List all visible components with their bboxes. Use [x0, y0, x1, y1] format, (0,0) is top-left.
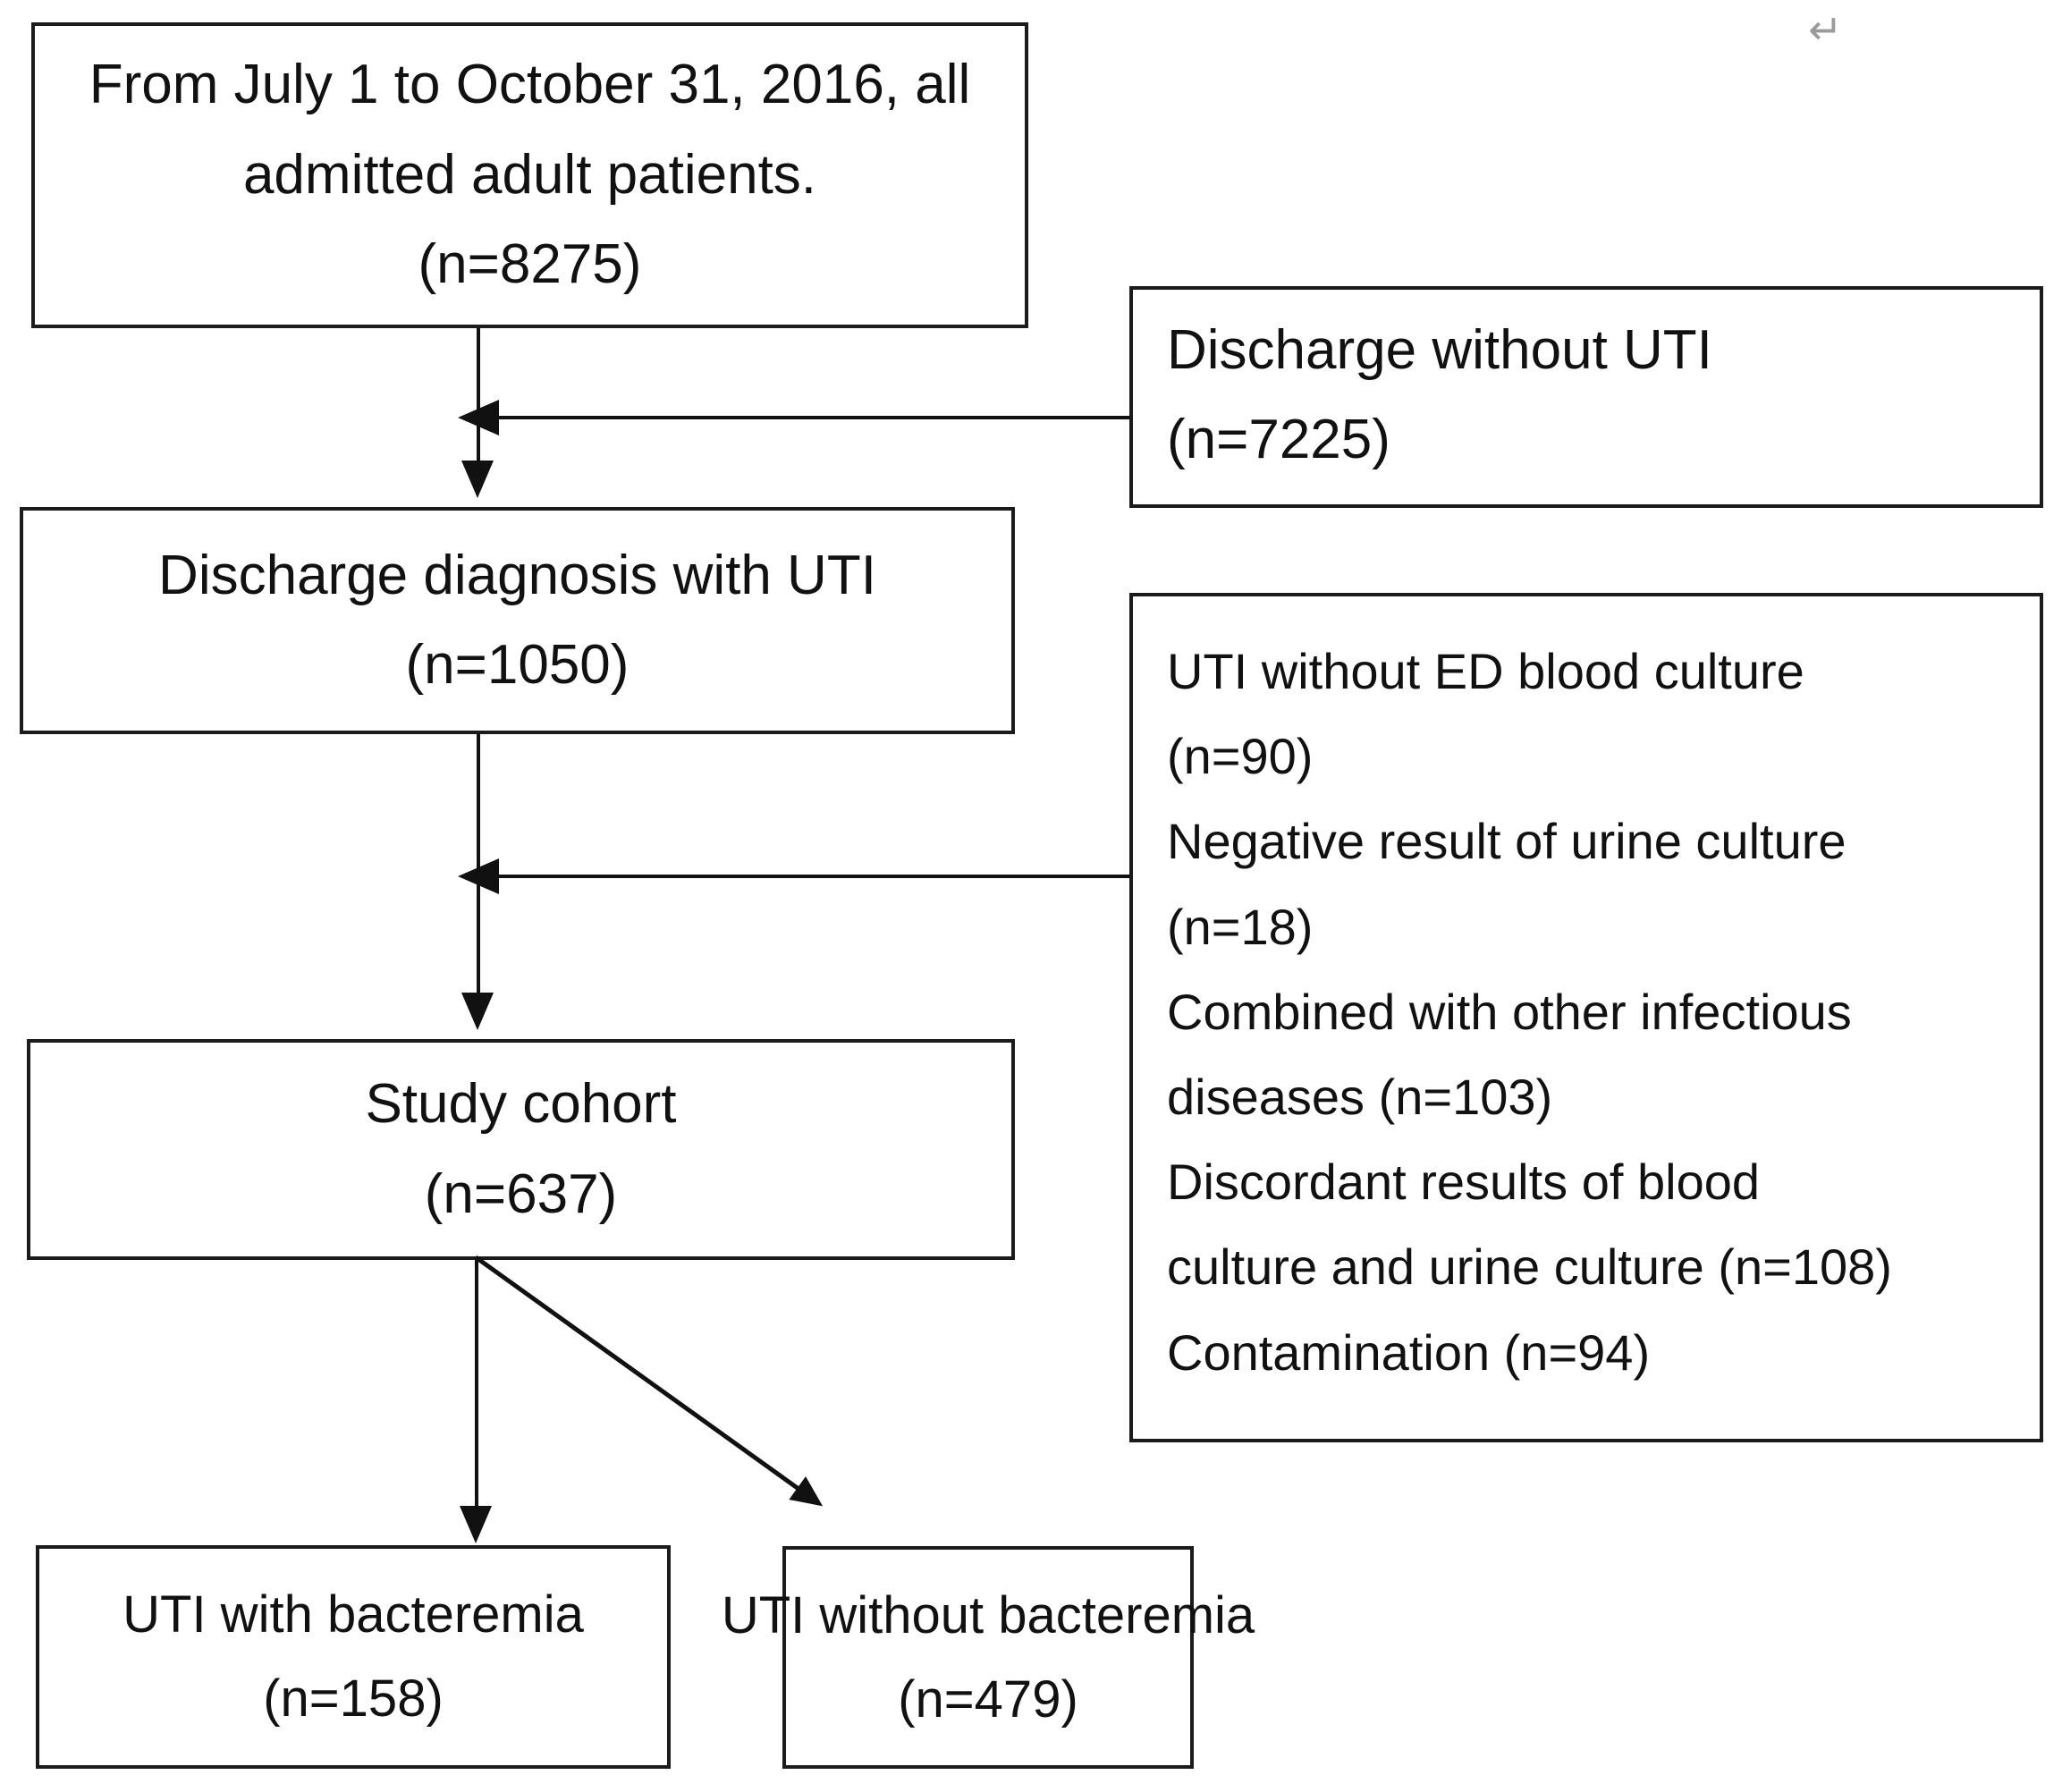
box-enrollment: From July 1 to October 31, 2016, all adm…: [31, 22, 1028, 328]
connector-cohort-to-without-bacteremia: [474, 1255, 824, 1507]
box-exclusions-line-5: Combined with other infectious: [1167, 983, 1852, 1040]
box-uti-with-bacteremia: UTI with bacteremia (n=158): [36, 1545, 671, 1769]
arrowhead-down-to-with-bacteremia: [460, 1506, 492, 1543]
box-study-cohort: Study cohort (n=637): [27, 1039, 1015, 1260]
box-uti-diagnosis-line-1: Discharge diagnosis with UTI: [158, 544, 876, 606]
arrowhead-left-discharge-no-uti: [458, 400, 499, 435]
box-study-cohort-line-2: (n=637): [424, 1162, 618, 1225]
connector-exclusions: [497, 875, 1132, 878]
box-exclusions-line-2: (n=90): [1167, 728, 1314, 785]
box-exclusions-line-4: (n=18): [1167, 898, 1314, 955]
box-enrollment-line-2: admitted adult patients.: [242, 143, 817, 206]
connector-discharge-no-uti: [497, 416, 1132, 419]
box-exclusions-line-9: Contamination (n=94): [1167, 1323, 1651, 1381]
box-without-bacteremia-line-1: UTI without bacteremia: [721, 1585, 1255, 1644]
connector-cohort-to-with-bacteremia: [475, 1260, 478, 1519]
box-exclusion-criteria: UTI without ED blood culture (n=90) Nega…: [1129, 593, 2043, 1442]
box-exclusions-line-3: Negative result of urine culture: [1167, 813, 1847, 870]
box-exclusions-line-6: diseases (n=103): [1167, 1068, 1553, 1125]
box-uti-without-bacteremia: UTI without bacteremia (n=479): [722, 1546, 1255, 1769]
box-enrollment-line-3: (n=8275): [418, 233, 642, 296]
box-exclusions-line-8: culture and urine culture (n=108): [1167, 1238, 1892, 1296]
box-with-bacteremia-line-2: (n=158): [263, 1669, 444, 1728]
box-with-bacteremia-line-1: UTI with bacteremia: [123, 1585, 584, 1644]
box-discharge-without-uti: Discharge without UTI (n=7225): [1129, 286, 2043, 508]
box-discharge-without-uti-line-1: Discharge without UTI: [1167, 319, 1712, 381]
box-discharge-diagnosis-with-uti: Discharge diagnosis with UTI (n=1050): [20, 507, 1015, 734]
box-exclusions-line-1: UTI without ED blood culture: [1167, 643, 1804, 699]
arrowhead-down-to-cohort: [461, 993, 494, 1030]
box-uti-diagnosis-line-2: (n=1050): [405, 634, 630, 696]
box-without-bacteremia-line-2: (n=479): [898, 1669, 1078, 1729]
arrowhead-left-exclusions: [458, 858, 499, 894]
box-discharge-without-uti-line-2: (n=7225): [1167, 409, 1390, 471]
box-enrollment-line-1: From July 1 to October 31, 2016, all: [89, 54, 971, 116]
arrowhead-down-to-diagnosis: [461, 461, 494, 498]
paragraph-return-icon: ↵: [1808, 5, 1843, 54]
box-study-cohort-line-1: Study cohort: [365, 1073, 677, 1136]
box-exclusions-line-7: Discordant results of blood: [1167, 1154, 1761, 1211]
